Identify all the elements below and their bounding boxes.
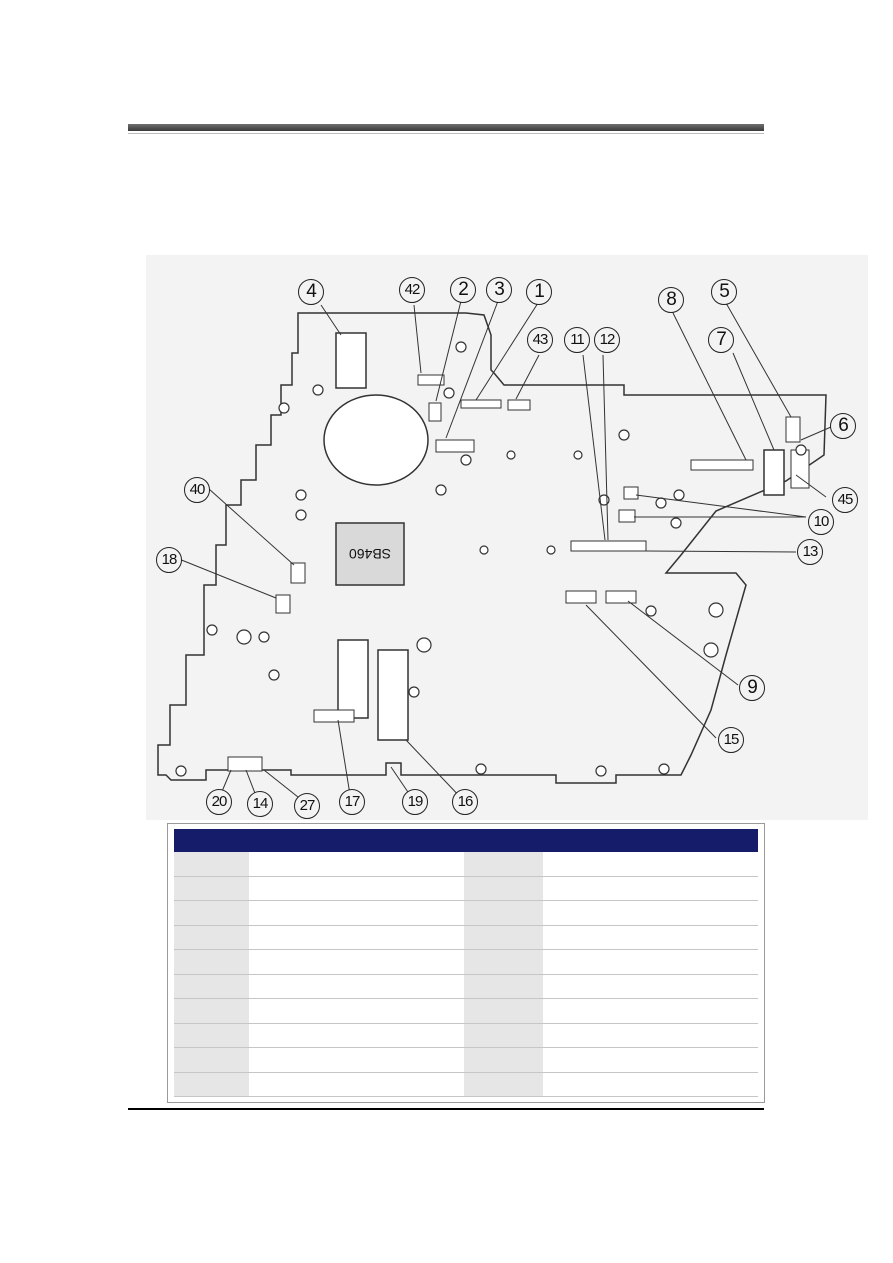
cell-desc-left	[249, 1072, 464, 1097]
cell-desc-right	[543, 1072, 758, 1097]
callout-18: 18	[156, 547, 182, 573]
board-outline	[157, 312, 827, 784]
callout-9: 9	[739, 675, 765, 701]
cell-desc-right	[543, 974, 758, 999]
cell-no-right	[463, 974, 544, 999]
sb460-chip-label: SB460	[349, 546, 391, 562]
header-rule	[128, 124, 764, 131]
cell-desc-left	[249, 998, 464, 1024]
heatsink-area	[323, 394, 429, 486]
header-no-left	[174, 829, 250, 852]
header-no-right	[463, 829, 544, 852]
callout-17: 17	[339, 789, 365, 815]
cell-no-right	[463, 852, 544, 877]
cell-desc-right	[543, 998, 758, 1024]
table-row	[174, 998, 758, 1024]
callout-42: 42	[399, 277, 425, 303]
cell-no-right	[463, 998, 544, 1024]
motherboard-diagram: SB460	[146, 255, 868, 820]
leader-lines	[178, 300, 832, 802]
sb460-chip	[335, 522, 405, 586]
cell-no-left	[174, 876, 250, 901]
cell-no-left	[174, 1047, 250, 1073]
header-desc-left	[249, 829, 464, 852]
cell-desc-left	[249, 876, 464, 901]
callout-2: 2	[450, 277, 476, 303]
cell-no-left	[174, 1072, 250, 1097]
callout-10: 10	[808, 509, 834, 535]
table-row	[174, 900, 758, 926]
cell-no-right	[463, 1047, 544, 1073]
cell-no-left	[174, 852, 250, 877]
cell-no-left	[174, 925, 250, 950]
callout-43: 43	[527, 327, 553, 353]
table-row	[174, 949, 758, 975]
callout-14: 14	[247, 791, 273, 817]
callout-20: 20	[206, 789, 232, 815]
callout-6: 6	[830, 413, 856, 439]
cell-desc-right	[543, 852, 758, 877]
cell-no-right	[463, 876, 544, 901]
cell-desc-left	[249, 1047, 464, 1073]
table-row	[174, 974, 758, 999]
cell-no-right	[463, 900, 544, 926]
callout-27: 27	[294, 793, 320, 819]
table-row	[174, 1023, 758, 1048]
parts-table	[174, 829, 758, 1097]
cell-desc-right	[543, 900, 758, 926]
table-row	[174, 1072, 758, 1097]
callout-12: 12	[594, 327, 620, 353]
callout-11: 11	[564, 327, 590, 353]
callout-8: 8	[658, 287, 684, 313]
table-body	[174, 852, 758, 1097]
cell-desc-left	[249, 949, 464, 975]
cell-desc-right	[543, 1047, 758, 1073]
header-desc-right	[543, 829, 758, 852]
cell-desc-left	[249, 852, 464, 877]
callout-45: 45	[832, 487, 858, 513]
cell-no-right	[463, 925, 544, 950]
cell-desc-right	[543, 925, 758, 950]
cell-no-left	[174, 974, 250, 999]
callout-5: 5	[711, 279, 737, 305]
cell-desc-right	[543, 1023, 758, 1048]
table-header-row	[174, 829, 758, 852]
callout-15: 15	[718, 727, 744, 753]
screw-holes	[175, 341, 807, 777]
callout-16: 16	[452, 789, 478, 815]
callout-19: 19	[402, 789, 428, 815]
cell-desc-left	[249, 925, 464, 950]
footer-rule	[128, 1108, 764, 1110]
cell-desc-right	[543, 949, 758, 975]
cell-no-right	[463, 1023, 544, 1048]
callout-3: 3	[486, 277, 512, 303]
cell-no-right	[463, 1072, 544, 1097]
callout-7: 7	[708, 327, 734, 353]
cell-no-left	[174, 998, 250, 1024]
cell-no-left	[174, 900, 250, 926]
cell-no-left	[174, 1023, 250, 1048]
table-row	[174, 925, 758, 950]
callout-1: 1	[526, 279, 552, 305]
callout-4: 4	[298, 279, 324, 305]
cell-desc-left	[249, 900, 464, 926]
cell-no-left	[174, 949, 250, 975]
cell-desc-left	[249, 1023, 464, 1048]
callout-40: 40	[184, 477, 210, 503]
board-drawing: SB460	[157, 300, 832, 802]
callout-13: 13	[797, 539, 823, 565]
cell-no-right	[463, 949, 544, 975]
cell-desc-left	[249, 974, 464, 999]
cell-desc-right	[543, 876, 758, 901]
table-row	[174, 876, 758, 901]
table-row	[174, 1047, 758, 1073]
header-rule-shadow	[128, 133, 764, 134]
table-row	[174, 852, 758, 877]
parts-table-frame	[167, 823, 765, 1103]
